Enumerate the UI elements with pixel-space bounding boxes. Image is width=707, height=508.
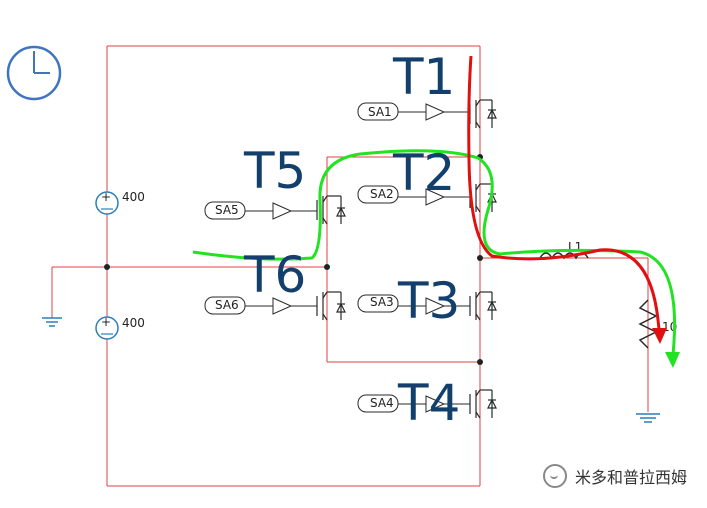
gate-driver-sa2[interactable] [357, 185, 470, 206]
current-path-red [467, 55, 662, 339]
label-t1: T1 [392, 48, 455, 106]
dc-source-top[interactable]: + [95, 190, 119, 215]
igbt-t3[interactable] [469, 291, 497, 321]
label-t3: T3 [397, 272, 460, 330]
gate-tag-sa5: SA5 [215, 203, 239, 217]
label-t2: T2 [392, 144, 455, 202]
junction-dots [104, 154, 483, 365]
dc-source-bottom[interactable]: + [95, 315, 119, 340]
ground-left-icon [42, 317, 62, 327]
gate-driver-sa3[interactable] [357, 294, 470, 315]
label-t6: T6 [243, 246, 306, 304]
chat-bubble-icon [542, 464, 567, 488]
igbt-t6[interactable] [316, 291, 346, 321]
gate-tag-sa1: SA1 [368, 105, 392, 119]
current-path-red-arrow [652, 328, 667, 344]
gate-tag-sa4: SA4 [370, 396, 394, 410]
watermark-text: 米多和普拉西姆 [574, 468, 687, 487]
watermark: 米多和普拉西姆 [542, 464, 687, 488]
dc-source-top-value: 400 [122, 190, 145, 204]
gate-tag-sa3: SA3 [370, 295, 394, 309]
label-t4: T4 [397, 374, 460, 432]
gate-tag-sa2: SA2 [370, 187, 394, 201]
svg-text:+: + [101, 315, 111, 329]
dc-source-bottom-value: 400 [122, 316, 145, 330]
gate-driver-sa5[interactable] [204, 201, 317, 220]
igbt-t4[interactable] [469, 389, 497, 419]
gate-driver-sa6[interactable] [204, 296, 317, 315]
ground-right-icon [636, 413, 660, 423]
svg-text:+: + [101, 190, 111, 204]
gate-driver-sa1[interactable] [357, 102, 470, 121]
label-t5: T5 [243, 142, 306, 200]
current-path-green [192, 149, 676, 365]
resistor[interactable] [638, 299, 658, 349]
wiring [51, 45, 649, 487]
clock-icon[interactable] [6, 45, 62, 101]
igbt-t1[interactable] [469, 99, 497, 129]
gate-tag-sa6: SA6 [215, 298, 239, 312]
current-path-green-arrow [665, 352, 680, 368]
igbt-t5[interactable] [316, 195, 346, 225]
gate-driver-sa4[interactable] [357, 394, 470, 413]
